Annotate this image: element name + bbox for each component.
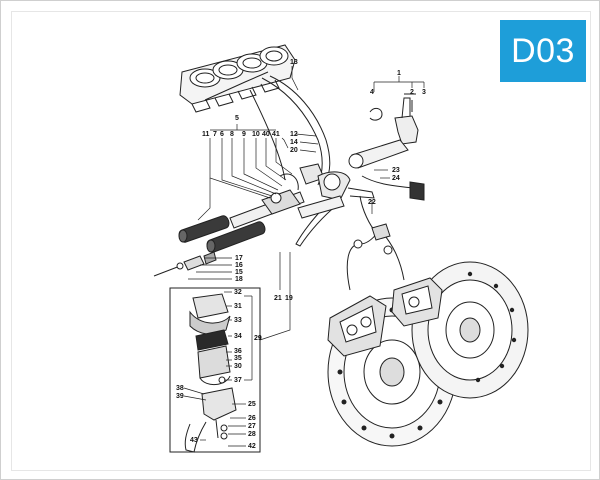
callout-40: 40 [262, 131, 270, 138]
throttle-body-drawing [179, 44, 296, 113]
callout-11: 11 [202, 131, 210, 138]
callout-38: 38 [176, 385, 184, 392]
callout-5: 5 [235, 115, 239, 122]
callout-12: 12 [290, 131, 298, 138]
callout-8: 8 [230, 131, 234, 138]
brake-calipers [327, 277, 443, 357]
callout-41: 41 [272, 131, 280, 138]
handlebar-drawing [178, 163, 325, 253]
callout-4: 4 [370, 89, 374, 96]
callout-3: 3 [422, 89, 426, 96]
callout-20: 20 [290, 147, 298, 154]
callout-43: 43 [190, 437, 198, 444]
callout-19: 19 [285, 295, 293, 302]
callout-23: 23 [392, 167, 400, 174]
diagram-code-badge: D03 [500, 20, 586, 82]
callout-6: 6 [220, 131, 224, 138]
callout-25: 25 [248, 401, 256, 408]
callout-7: 7 [213, 131, 217, 138]
callout-17: 17 [235, 255, 243, 262]
callout-10: 10 [252, 131, 260, 138]
callout-16: 16 [235, 262, 243, 269]
clutch-exploded-box [169, 287, 261, 453]
callout-9: 9 [242, 131, 246, 138]
callout-42: 42 [248, 443, 256, 450]
callout-26: 26 [248, 415, 256, 422]
callout-33: 33 [234, 317, 242, 324]
callout-34: 34 [234, 333, 242, 340]
callout-18: 18 [235, 276, 243, 283]
brake-hoses [346, 223, 405, 291]
callout-28: 28 [248, 431, 256, 438]
diagram-area [11, 11, 591, 471]
callout-22: 22 [368, 199, 376, 206]
callout-37: 37 [234, 377, 242, 384]
callout-27: 27 [248, 423, 256, 430]
bar-end-parts [153, 251, 217, 277]
callout-13: 13 [290, 59, 298, 66]
callout-31: 31 [234, 303, 242, 310]
callout-35: 35 [234, 355, 242, 362]
callout-36: 36 [234, 348, 242, 355]
callout-21: 21 [274, 295, 282, 302]
leader-lines [183, 66, 425, 447]
callout-30: 30 [234, 363, 242, 370]
callout-24: 24 [392, 175, 400, 182]
master-cylinder-bracket [348, 93, 419, 169]
callout-2: 2 [410, 89, 414, 96]
brake-lever-drawing [295, 171, 375, 247]
callout-labels: 1 2 3 4 5 6 7 8 9 10 11 12 13 14 15 16 1… [176, 59, 426, 450]
callout-14: 14 [290, 139, 298, 146]
callout-15: 15 [235, 269, 243, 276]
callout-29: 29 [254, 335, 262, 342]
callout-32: 32 [234, 289, 242, 296]
callout-1: 1 [397, 70, 401, 77]
callout-39: 39 [176, 393, 184, 400]
